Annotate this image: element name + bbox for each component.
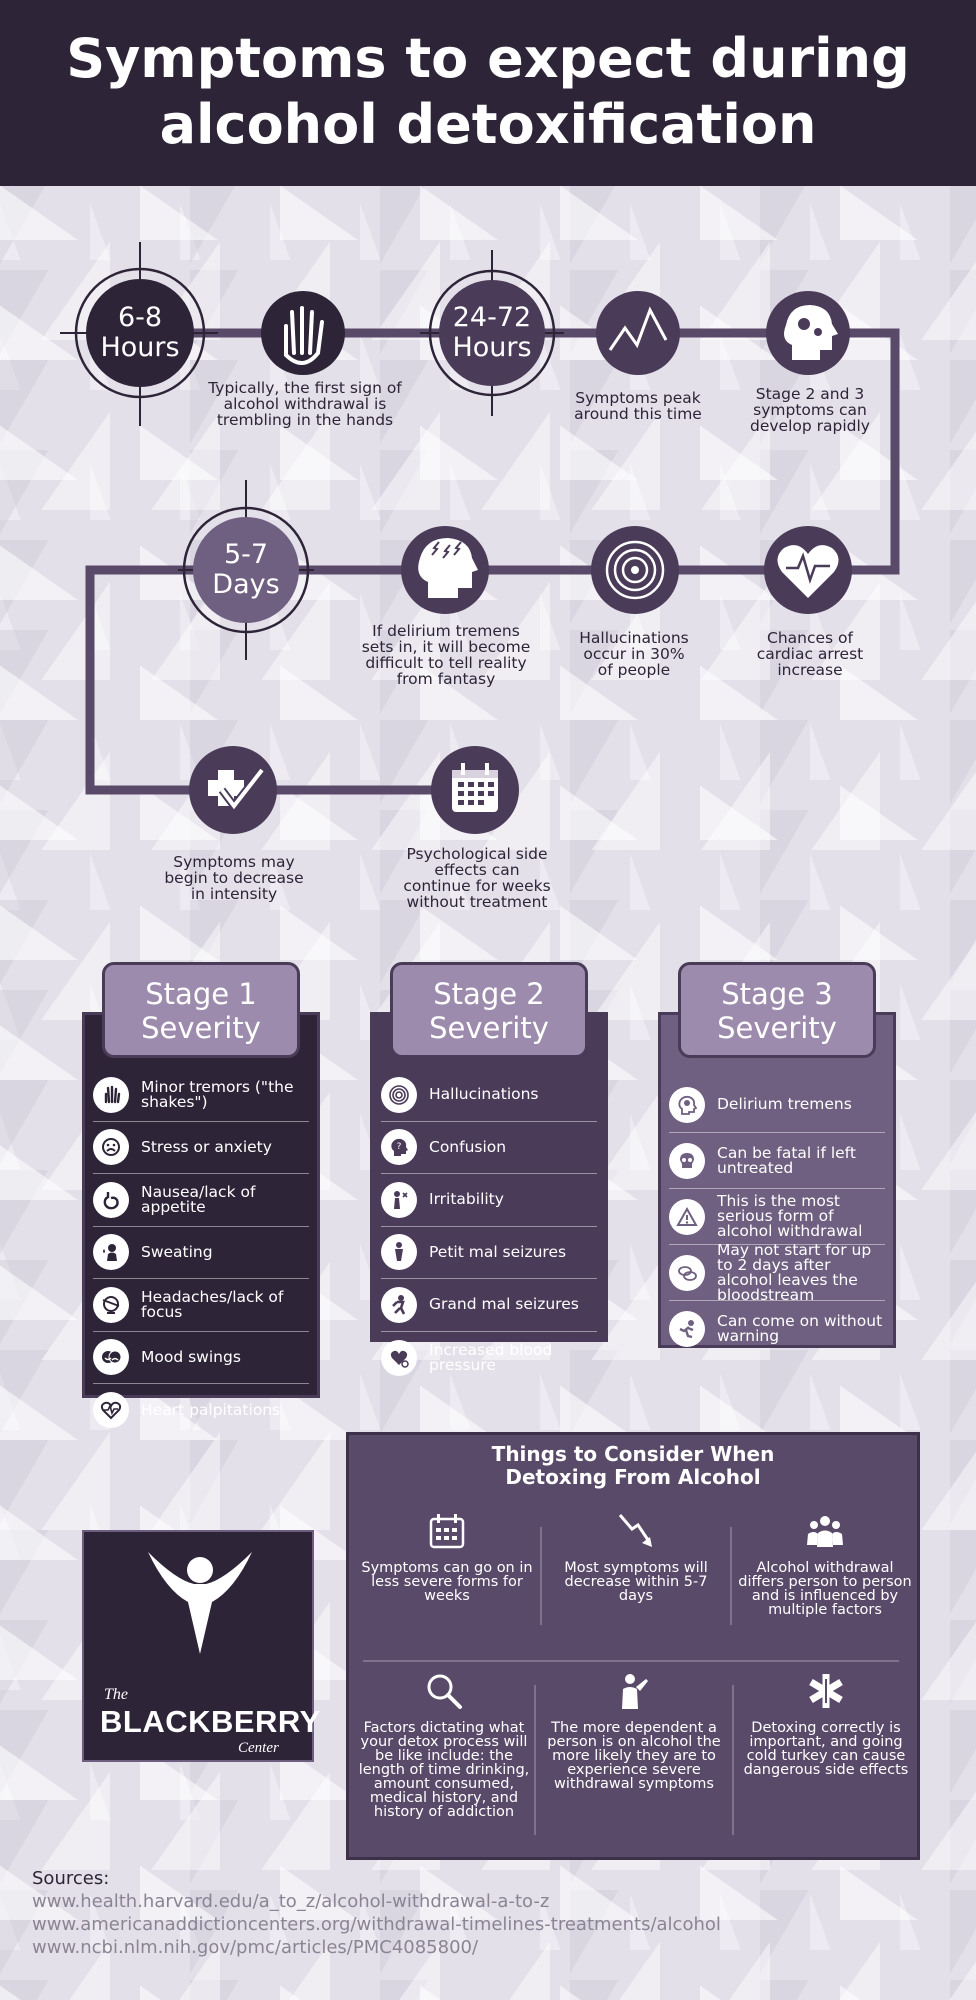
note-decrease: Symptoms may begin to decrease in intens… xyxy=(164,853,304,903)
note-hallucinations: Hallucinations occur in 30% of people xyxy=(579,629,689,679)
source-link-ncbi[interactable]: www.ncbi.nlm.nih.gov/pmc/articles/PMC408… xyxy=(32,1937,479,1958)
stage-3-item: Delirium tremens xyxy=(669,1077,885,1133)
stage-2-item: Grand mal seizures xyxy=(381,1279,597,1332)
sources-heading: Sources: xyxy=(32,1868,110,1889)
consider-item: Symptoms can go on in less severe forms … xyxy=(359,1511,535,1603)
blackberry-center-logo: The BLACKBERRY Center xyxy=(82,1530,320,1762)
consider-item: Factors dictating what your detox proces… xyxy=(357,1671,531,1819)
head-gears-icon xyxy=(766,291,850,375)
source-link-harvard[interactable]: www.health.harvard.edu/a_to_z/alcohol-wi… xyxy=(32,1891,550,1912)
consider-item: The more dependent a person is on alcoho… xyxy=(541,1671,727,1791)
consider-item: Most symptoms will decrease within 5-7 d… xyxy=(547,1511,725,1603)
stage-3-item: This is the most serious form of alcohol… xyxy=(669,1189,885,1245)
seizure-icon xyxy=(381,1286,417,1323)
hand-icon xyxy=(93,1076,129,1113)
stage-2-item: Increased blood pressure xyxy=(381,1332,597,1385)
stage-1-panel: Minor tremors ("the shakes") Stress or a… xyxy=(82,1012,320,1429)
question-head-icon: ? xyxy=(381,1129,417,1166)
blood-pressure-icon xyxy=(381,1339,417,1376)
svg-text:?: ? xyxy=(397,1142,402,1152)
consider-item: Detoxing correctly is important, and goi… xyxy=(741,1671,911,1777)
note-delirium-tremens: If delirium tremens sets in, it will bec… xyxy=(361,622,531,688)
skull-icon xyxy=(669,1142,705,1179)
stage-2-item: ?Confusion xyxy=(381,1122,597,1174)
down-arrow-icon xyxy=(618,1514,652,1547)
medical-check-icon xyxy=(189,746,277,834)
stage-3-panel: Delirium tremens Can be fatal if left un… xyxy=(658,1012,896,1348)
milestone-5-7-days xyxy=(178,480,314,660)
calendar-icon xyxy=(431,746,519,834)
sources: Sources: www.health.harvard.edu/a_to_z/a… xyxy=(32,1868,721,1959)
stage-1-item: Sweating xyxy=(93,1227,309,1279)
headache-icon xyxy=(93,1286,129,1323)
stage-1-item: Nausea/lack of appetite xyxy=(93,1174,309,1227)
note-first-sign: Typically, the first sign of alcohol wit… xyxy=(208,379,402,429)
note-symptoms-peak: Symptoms peak around this time xyxy=(574,389,702,423)
stage-2-panel: Hallucinations ?Confusion Irritability P… xyxy=(370,1012,608,1376)
logo-center: Center xyxy=(238,1740,279,1756)
stage-2-item: Irritability xyxy=(381,1174,597,1227)
consider-dividers xyxy=(363,1527,899,1835)
stress-face-icon xyxy=(93,1129,129,1166)
magnifier-icon xyxy=(427,1674,462,1709)
drinking-person-icon xyxy=(622,1674,648,1709)
blood-cells-icon xyxy=(669,1254,705,1291)
sweat-icon xyxy=(93,1234,129,1271)
head-lightning-icon xyxy=(401,526,489,614)
title-line-2: alcohol detoxification xyxy=(159,93,817,156)
note-cardiac-arrest: Chances of cardiac arrest increase xyxy=(756,629,864,679)
note-psychological: Psychological side effects can continue … xyxy=(403,845,551,911)
note-stage-2-3: Stage 2 and 3 symptoms can develop rapid… xyxy=(750,385,870,435)
irritable-icon xyxy=(381,1181,417,1218)
milestone-6-8-hours xyxy=(60,242,218,426)
stage-3-item: May not start for up to 2 days after alc… xyxy=(669,1242,885,1302)
milestone-24-72-hours xyxy=(420,250,564,416)
zigzag-icon xyxy=(596,291,680,375)
falling-person-icon xyxy=(669,1311,705,1347)
spiral-icon xyxy=(381,1076,417,1113)
heart-pulse-icon xyxy=(764,526,852,614)
stage-2-item: Petit mal seizures xyxy=(381,1227,597,1279)
logo-figure-icon xyxy=(148,1552,252,1654)
medical-star-icon xyxy=(809,1674,843,1708)
group-icon xyxy=(807,1516,843,1547)
heart-pulse-icon xyxy=(93,1392,129,1429)
stage-2-item: Hallucinations xyxy=(381,1069,597,1122)
stage-1-item: Mood swings xyxy=(93,1332,309,1384)
page-title: Symptoms to expect during alcohol detoxi… xyxy=(0,0,976,186)
timeline-graphic xyxy=(60,242,900,834)
logo-name: BLACKBERRY xyxy=(100,1704,321,1739)
stage-3-item: Can come on without warning xyxy=(669,1301,885,1357)
calendar-icon xyxy=(429,1514,465,1549)
hand-icon xyxy=(261,291,345,375)
person-icon xyxy=(381,1234,417,1271)
title-line-1: Symptoms to expect during xyxy=(66,27,910,90)
stage-1-item: Heart palpitations xyxy=(93,1384,309,1437)
stage-1-item: Minor tremors ("the shakes") xyxy=(93,1069,309,1122)
logo-the: The xyxy=(104,1686,128,1703)
spiral-icon xyxy=(591,526,679,614)
brain-icon xyxy=(669,1086,705,1123)
consider-item: Alcohol withdrawal differs person to per… xyxy=(737,1511,913,1617)
stomach-icon xyxy=(93,1181,129,1218)
stage-3-item: Can be fatal if left untreated xyxy=(669,1133,885,1189)
stage-1-item: Stress or anxiety xyxy=(93,1122,309,1174)
masks-icon xyxy=(93,1339,129,1376)
stage-1-item: Headaches/lack of focus xyxy=(93,1279,309,1332)
warning-icon xyxy=(669,1198,705,1235)
source-link-american-addiction[interactable]: www.americanaddictioncenters.org/withdra… xyxy=(32,1914,721,1935)
